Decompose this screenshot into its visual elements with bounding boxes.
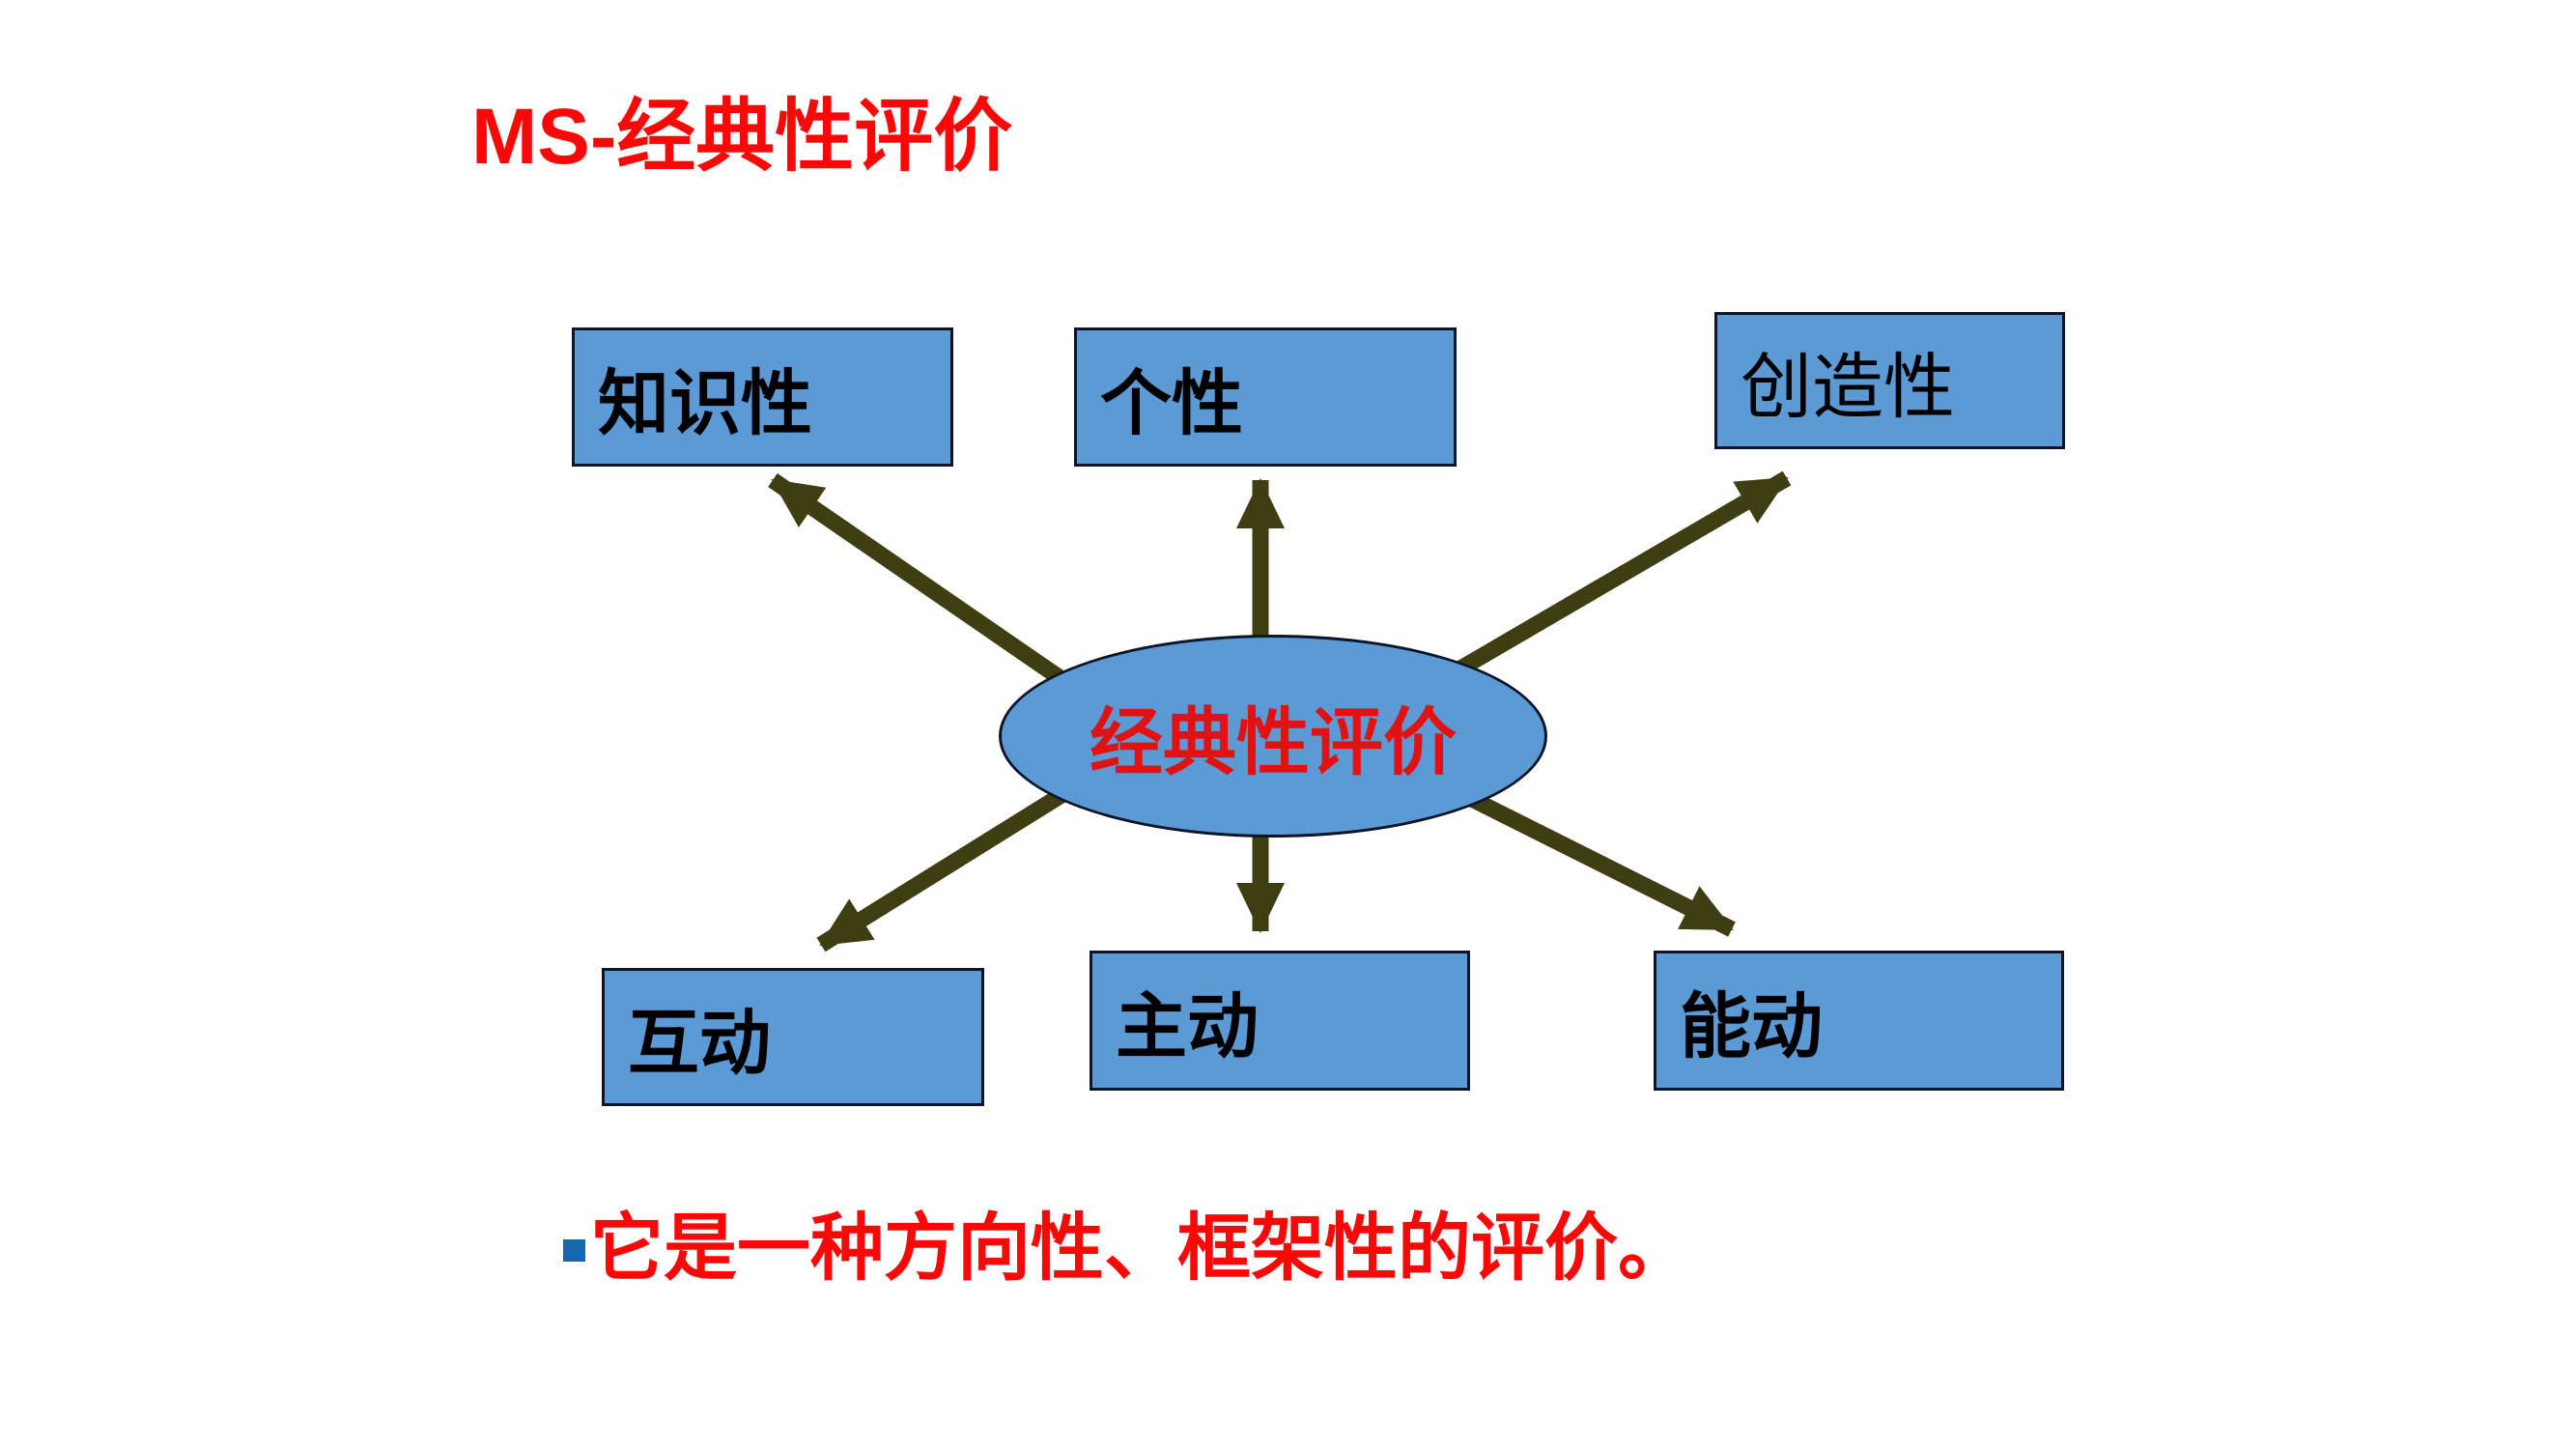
footer-text: 它是一种方向性、框架性的评价。 (590, 1208, 1691, 1290)
node-individuality-label: 个性 (1100, 364, 1243, 444)
node-knowledge-label: 知识性 (598, 364, 812, 444)
node-interaction: 互动 (602, 968, 984, 1106)
slide-title: MS-经典性评价 (471, 93, 1013, 181)
node-creativity-label: 创造性 (1741, 348, 1955, 428)
node-knowledge: 知识性 (572, 327, 953, 467)
node-initiative-label: 主动 (1116, 988, 1259, 1067)
node-agency: 能动 (1654, 951, 2064, 1091)
node-individuality: 个性 (1074, 327, 1457, 467)
footer-bullet-line: 它是一种方向性、框架性的评价。 (563, 1208, 1691, 1290)
square-bullet-icon (563, 1239, 585, 1262)
arrow-to-creativity-box (1434, 470, 1792, 689)
center-ellipse-label: 经典性评价 (1090, 703, 1457, 784)
node-agency-label: 能动 (1680, 988, 1823, 1067)
center-ellipse: 经典性评价 (999, 635, 1547, 838)
node-interaction-label: 互动 (628, 1005, 771, 1084)
node-creativity: 创造性 (1714, 312, 2065, 449)
node-initiative: 主动 (1090, 951, 1470, 1091)
